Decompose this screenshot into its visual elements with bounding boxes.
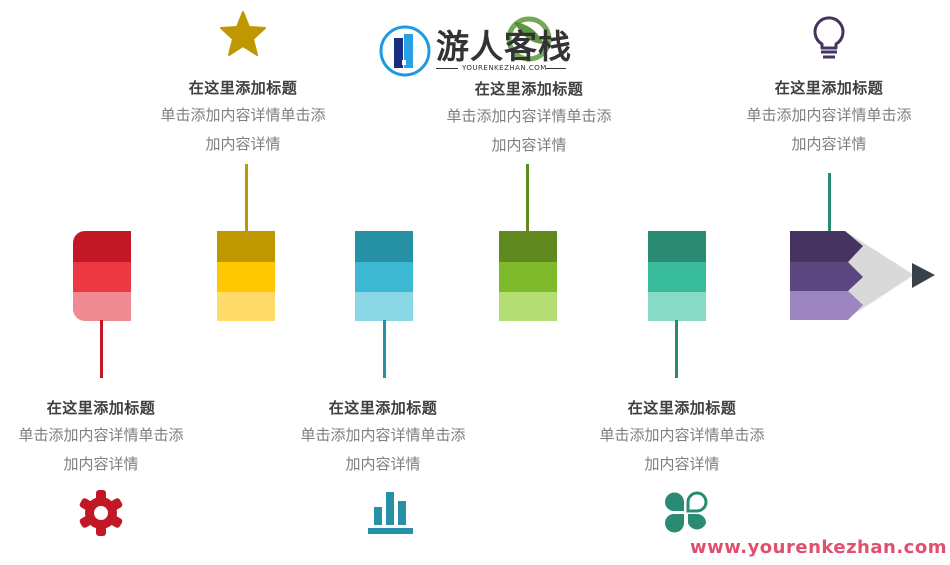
step-3-connector xyxy=(383,320,386,378)
watermark-url: www.yourenkezhan.com xyxy=(690,537,947,558)
step-2-segment-top xyxy=(217,231,275,262)
step-5-block xyxy=(648,231,706,321)
step-2-desc-line1: 单击添加内容详情单击添 xyxy=(160,106,326,124)
step-4-desc-line1: 单击添加内容详情单击添 xyxy=(446,107,612,125)
step-1-desc-line2: 加内容详情 xyxy=(63,455,139,473)
step-5-title: 在这里添加标题 xyxy=(627,399,737,417)
logo-divider-left xyxy=(436,68,458,69)
step-1-desc-line1: 单击添加内容详情单击添 xyxy=(18,426,184,444)
bar-chart-icon xyxy=(368,492,413,534)
step-4-title: 在这里添加标题 xyxy=(474,80,584,98)
step-4-segment-mid xyxy=(499,262,557,292)
logo-name: 游人客栈 xyxy=(436,27,572,66)
step-2-desc-line2: 加内容详情 xyxy=(205,135,281,153)
step-3-segment-mid xyxy=(355,262,413,292)
step-3-title: 在这里添加标题 xyxy=(328,399,438,417)
logo-divider-right xyxy=(546,68,566,69)
step-5-segment-top xyxy=(648,231,706,262)
logo-mark-icon xyxy=(379,25,431,77)
step-6-desc-line2: 加内容详情 xyxy=(791,135,867,153)
step-1-title: 在这里添加标题 xyxy=(46,399,156,417)
step-2-segment-bottom xyxy=(217,291,275,321)
gear-icon xyxy=(79,490,123,536)
step-4-block xyxy=(499,231,557,321)
step-5-desc-line2: 加内容详情 xyxy=(644,455,720,473)
step-3-desc-line1: 单击添加内容详情单击添 xyxy=(300,426,466,444)
step-2-segment-mid xyxy=(217,262,275,292)
logo: 游人客栈 YOURENKEZHAN.COM xyxy=(378,16,578,80)
step-6-desc-line1: 单击添加内容详情单击添 xyxy=(746,106,912,124)
step-6-title: 在这里添加标题 xyxy=(774,79,884,97)
logo-leaf-icon xyxy=(506,16,552,62)
step-2-block xyxy=(217,231,275,321)
star-icon xyxy=(220,11,266,56)
step-1-segment-mid xyxy=(73,262,131,292)
step-1-segment-bottom xyxy=(73,291,131,321)
step-5-segment-bottom xyxy=(648,291,706,321)
step-4-segment-top xyxy=(499,231,557,262)
step-6-connector xyxy=(828,173,831,231)
step-4-connector xyxy=(526,164,529,231)
step-1-connector xyxy=(100,320,103,378)
step-3-desc-line2: 加内容详情 xyxy=(345,455,421,473)
step-3-segment-top xyxy=(355,231,413,262)
pencil-lead xyxy=(912,263,935,288)
step-1-block xyxy=(73,231,131,321)
step-4-segment-bottom xyxy=(499,291,557,321)
logo-subtitle: YOURENKEZHAN.COM xyxy=(462,64,547,72)
step-4-desc-line2: 加内容详情 xyxy=(491,136,567,154)
step-2-title: 在这里添加标题 xyxy=(188,79,298,97)
step-1-segment-top xyxy=(73,231,131,262)
step-2-connector xyxy=(245,164,248,231)
step-5-segment-mid xyxy=(648,262,706,292)
pencil-block xyxy=(790,231,935,320)
step-5-connector xyxy=(675,320,678,378)
step-3-block xyxy=(355,231,413,321)
clover-icon xyxy=(665,491,708,533)
step-3-segment-bottom xyxy=(355,291,413,321)
step-5-desc-line1: 单击添加内容详情单击添 xyxy=(599,426,765,444)
lightbulb-icon xyxy=(813,16,845,59)
